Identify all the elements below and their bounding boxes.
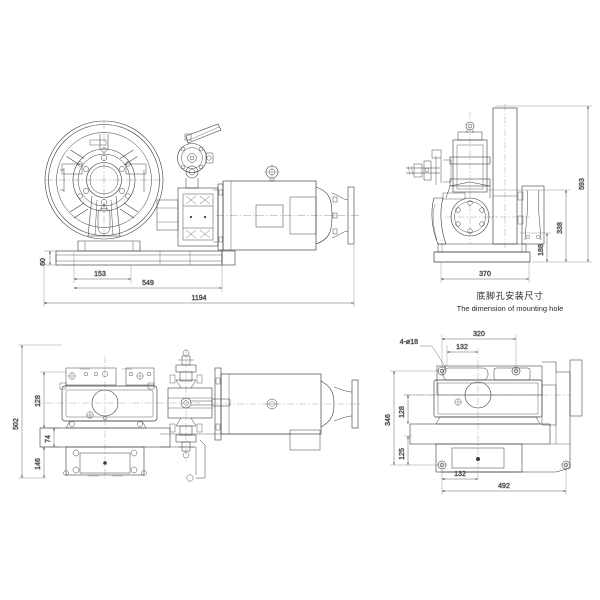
dim-overall-length-1194: 1194 [191,295,206,302]
dim-bottom-132: 132 [454,471,466,478]
dim-153: 153 [94,271,106,278]
dim-338: 338 [557,222,564,234]
cylinder-stack [406,112,491,200]
valve-assembly [177,123,222,189]
plan-view-dimensions: 502 128 74 146 [13,344,66,479]
base-frame [55,240,236,266]
dim-370: 370 [479,271,491,278]
dim-549: 549 [142,280,154,287]
dim-mount-128: 128 [399,406,406,418]
flywheel [44,120,164,240]
dim-125: 125 [399,448,406,460]
plan-manifold [167,348,231,462]
dim-overall-width-502: 502 [13,418,20,430]
drum-plan [160,367,360,482]
dim-492: 492 [498,483,510,490]
front-elevation-view [44,120,360,266]
dim-top-132: 132 [456,344,468,351]
dim-overall-height-593: 593 [579,178,586,190]
plan-view [32,348,360,482]
dim-hole-callout-4-d18: 4-ø18 [400,339,418,346]
mounting-plan-dimensions: 4-ø18 320 132 346 128 125 132 492 [385,331,567,495]
gearbox-top [32,356,200,480]
right-column [487,104,545,248]
dim-plan-128: 128 [35,395,42,407]
side-elevation-dimensions: 593 338 188 370 [440,105,592,283]
dim-320: 320 [473,331,485,338]
front-elevation-dimensions: 60 153 549 1194 [40,245,355,307]
mounting-hole-plan-view [404,348,583,480]
gear-housing [156,183,224,251]
mounting-hole-caption-en: The dimension of mounting hole [457,304,564,313]
side-elevation-view [406,104,545,263]
drum-body [216,164,360,251]
dim-plan-146: 146 [35,458,42,470]
dim-base-height-60: 60 [40,258,47,266]
dim-plan-74: 74 [45,435,52,443]
dim-346: 346 [385,414,392,426]
dim-188: 188 [538,244,545,256]
mounting-hole-caption-cn: 底脚孔安装尺寸 [476,290,543,302]
